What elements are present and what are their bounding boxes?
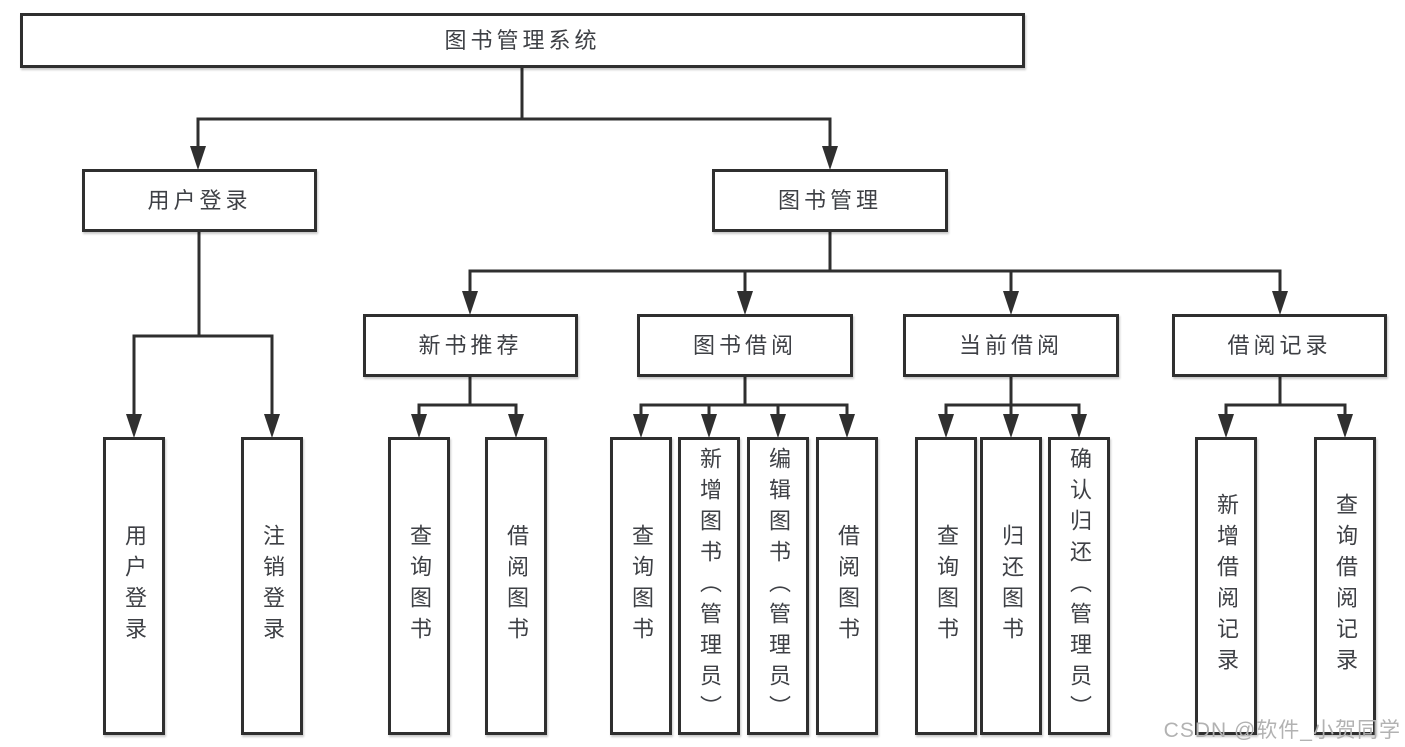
connector-borrow-record-children	[1218, 375, 1353, 438]
csdn-watermark: CSDN @软件_小贺同学	[1163, 719, 1401, 742]
leaf-current-query-book: 查询图书	[915, 437, 977, 735]
connector-new-book-recommend-children	[411, 375, 524, 438]
leaf-borrow-add-book-admin: 新增图书（管理员）	[678, 437, 740, 735]
connector-root-to-level2	[190, 66, 838, 170]
node-borrow-record: 借阅记录	[1172, 314, 1387, 377]
arrowhead	[462, 291, 478, 315]
arrowhead	[737, 291, 753, 315]
arrowhead	[1337, 414, 1353, 438]
connector-book-management-children	[462, 230, 1288, 315]
leaf-recommend-query-book: 查询图书	[388, 437, 450, 735]
arrowhead	[839, 414, 855, 438]
arrowhead	[264, 414, 280, 438]
arrowhead	[1272, 291, 1288, 315]
arrowhead	[633, 414, 649, 438]
arrowhead	[1003, 414, 1019, 438]
leaf-recommend-borrow-book: 借阅图书	[485, 437, 547, 735]
node-book-management: 图书管理	[712, 169, 948, 232]
leaf-logout-login: 注销登录	[241, 437, 303, 735]
arrowhead	[938, 414, 954, 438]
node-current-borrow: 当前借阅	[903, 314, 1119, 377]
arrowhead	[1071, 414, 1087, 438]
arrowhead	[411, 414, 427, 438]
leaf-current-return-book: 归还图书	[980, 437, 1042, 735]
connector-current-borrow-children	[938, 375, 1087, 438]
leaf-user-login: 用户登录	[103, 437, 165, 735]
arrowhead	[126, 414, 142, 438]
leaf-borrow-edit-book-admin: 编辑图书（管理员）	[747, 437, 809, 735]
connector-book-borrow-children	[633, 375, 855, 438]
arrowhead	[770, 414, 786, 438]
node-book-borrow: 图书借阅	[637, 314, 853, 377]
leaf-borrow-query-book: 查询图书	[610, 437, 672, 735]
leaf-record-add-borrow-record: 新增借阅记录	[1195, 437, 1257, 735]
node-new-book-recommend: 新书推荐	[363, 314, 578, 377]
arrowhead	[508, 414, 524, 438]
arrowhead	[190, 146, 206, 170]
arrowhead	[701, 414, 717, 438]
node-user-login: 用户登录	[82, 169, 317, 232]
arrowhead	[1003, 291, 1019, 315]
leaf-record-query-borrow-record: 查询借阅记录	[1314, 437, 1376, 735]
node-library-management-system: 图书管理系统	[20, 13, 1025, 68]
arrowhead	[1218, 414, 1234, 438]
leaf-current-confirm-return-admin: 确认归还（管理员）	[1048, 437, 1110, 735]
leaf-borrow-borrow-book: 借阅图书	[816, 437, 878, 735]
connector-user-login-children	[126, 230, 280, 438]
arrowhead	[822, 146, 838, 170]
